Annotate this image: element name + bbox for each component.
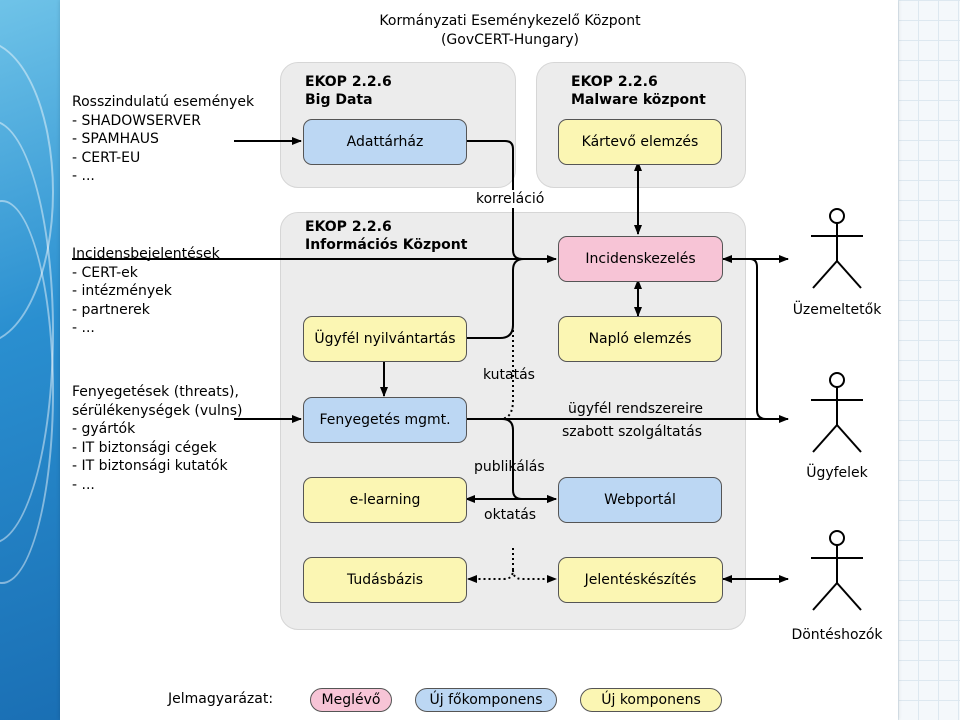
legend-label: Jelmagyarázat: — [168, 691, 274, 707]
box-fenyegetes-mgmt: Fenyegetés mgmt. — [303, 397, 467, 443]
box-tudasbazis: Tudásbázis — [303, 557, 467, 603]
input-item: Rosszindulatú események — [72, 94, 255, 110]
panel-info-title1: EKOP 2.2.6 — [305, 219, 392, 235]
edge-label-kutatas: kutatás — [483, 367, 535, 383]
input-item: - SPAMHAUS — [72, 131, 159, 147]
legend-existing: Meglévő — [310, 688, 392, 712]
input-item: - CERT-ek — [72, 264, 138, 281]
box-e-learning: e-learning — [303, 477, 467, 523]
legend-new-component: Új komponens — [580, 688, 722, 712]
actor-icon — [811, 372, 863, 453]
panel-malware-title1: EKOP 2.2.6 — [571, 74, 658, 90]
diagram-slide: Kormányzati Eseménykezelő Központ (GovCE… — [60, 0, 898, 720]
actor-label-uzemeltetok: Üzemeltetők — [792, 302, 882, 318]
input-item: sérülékenységek (vulns) — [72, 402, 243, 419]
input-item: - ... — [72, 320, 95, 336]
panel-info-title2: Információs Központ — [305, 237, 468, 253]
right-grid-decoration — [898, 0, 960, 720]
box-incidenskezeles: Incidenskezelés — [558, 236, 723, 282]
panel-big-data-title1: EKOP 2.2.6 — [305, 74, 392, 90]
left-decoration — [0, 0, 60, 720]
edge-label-szabott-szolgaltatas: szabott szolgáltatás — [562, 424, 702, 440]
input-item: - IT biztonsági kutatók — [72, 458, 228, 474]
box-ugyfel-nyilvantartas: Ügyfél nyilvántartás — [303, 316, 467, 362]
input-item: - ... — [72, 476, 95, 493]
input-list-fenyegetesek: Fenyegetések (threats), sérülékenységek … — [72, 383, 243, 494]
input-item: - CERT-EU — [72, 149, 141, 166]
diagram-title-line2: (GovCERT-Hungary) — [440, 32, 580, 48]
box-naplo-elemzes: Napló elemzés — [558, 316, 722, 362]
box-jelenteskeszites: Jelentéskészítés — [558, 557, 723, 603]
box-webportal: Webportál — [558, 477, 722, 523]
input-item: - gyártók — [72, 421, 136, 437]
input-list-incidensbejelentesek: Incidensbejelentések - CERT-ek - intézmé… — [72, 245, 220, 338]
diagram-title-line1: Kormányzati Eseménykezelő Központ — [379, 13, 641, 29]
legend-new-main-component: Új főkomponens — [415, 688, 557, 712]
input-list-rosszindulatu: Rosszindulatú események - SHADOWSERVER -… — [72, 93, 254, 186]
panel-big-data-title2: Big Data — [305, 92, 373, 108]
edge-label-publikalas: publikálás — [474, 459, 545, 475]
edge-label-oktatas: oktatás — [484, 507, 537, 523]
input-item: Incidensbejelentések — [72, 246, 220, 262]
actor-icon — [811, 208, 863, 289]
actor-label-donteshozok: Döntéshozók — [791, 627, 883, 643]
input-item: Fenyegetések (threats), — [72, 384, 239, 400]
input-item: - SHADOWSERVER — [72, 112, 201, 129]
panel-malware-title2: Malware központ — [571, 92, 706, 108]
input-item: - ... — [72, 168, 95, 184]
input-item: - partnerek — [72, 301, 150, 318]
input-item: - intézmények — [72, 283, 172, 299]
connector-lines — [72, 137, 789, 583]
actor-label-ugyfelek: Ügyfelek — [806, 465, 868, 481]
actor-icon — [811, 530, 863, 611]
input-item: - IT biztonsági cégek — [72, 439, 217, 456]
edge-label-korrelacio: korreláció — [474, 190, 547, 208]
box-kartevo-elemzes: Kártevő elemzés — [558, 119, 722, 165]
edge-label-ugyfel-rendszereire: ügyfél rendszereire — [568, 400, 704, 418]
box-adattarhaz: Adattárház — [303, 119, 467, 165]
